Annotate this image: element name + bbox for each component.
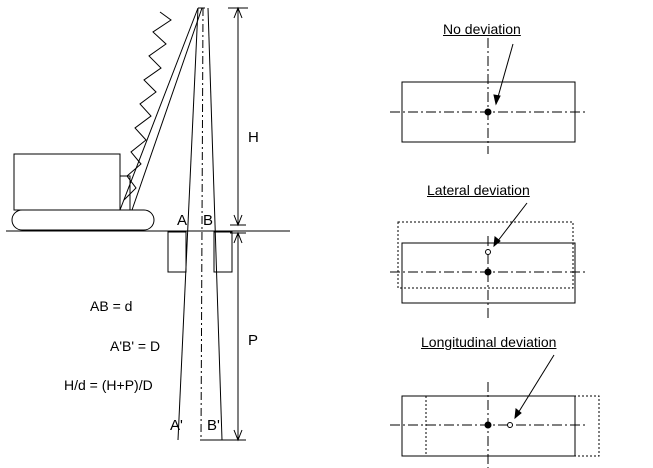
equation-a-prime-b-prime: A'B' = D [110,338,161,354]
pointer-arrow [495,43,514,105]
pile-center-dot [484,268,492,276]
label-a: A [177,212,188,229]
pile-line-left [177,7,199,441]
pile-line-right [207,7,223,441]
panel-no-deviation [390,38,588,154]
pile-center-dot [484,421,492,429]
title-lateral-deviation: Lateral deviation [427,182,530,198]
equation-ratio: H/d = (H+P)/D [64,377,153,393]
guide-block-right [213,231,233,273]
panel-lateral-deviation [390,202,588,318]
equation-ab: AB = d [90,298,133,314]
pile-offset-circle [507,422,513,428]
crane-tracks [11,209,155,231]
pile-center-dot [484,108,492,116]
guide-block-left [167,231,187,273]
pointer-arrow [493,202,528,247]
label-b: B [203,212,214,229]
pointer-arrow [514,354,555,419]
dimension-line-h [228,6,248,227]
crane-cab [13,153,121,211]
title-no-deviation: No deviation [443,21,521,37]
crane-boom [119,7,205,211]
pile-offset-circle [485,249,491,255]
label-a-prime: A' [170,417,183,434]
dimension-line-p [200,231,246,442]
label-h: H [248,129,259,146]
label-p: P [248,332,259,349]
panel-longitudinal-deviation [390,354,600,468]
title-longitudinal-deviation: Longitudinal deviation [421,334,557,350]
label-b-prime: B' [207,417,220,434]
